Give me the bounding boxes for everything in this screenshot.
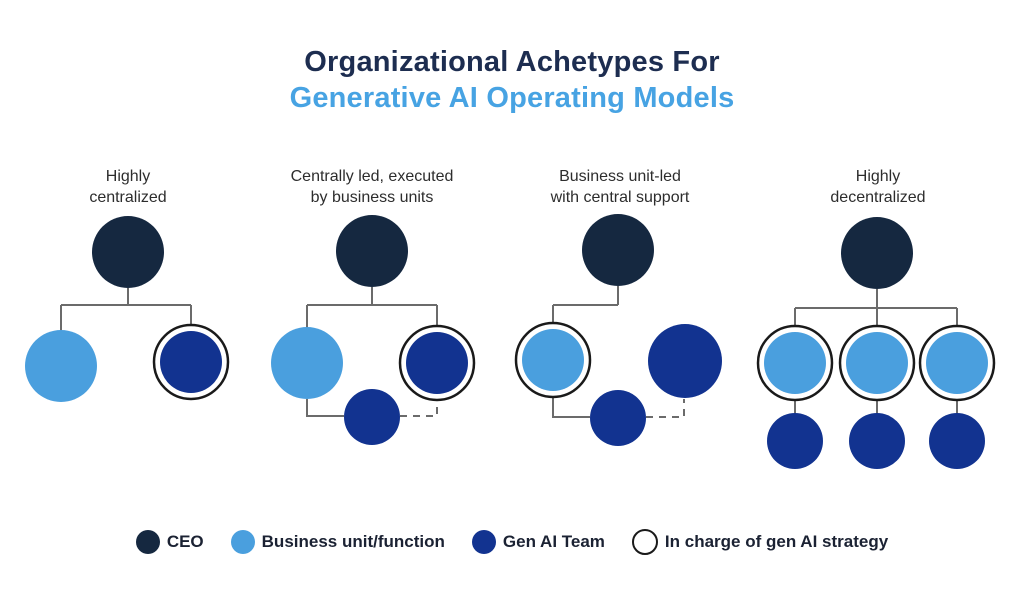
connector-line [306, 399, 344, 417]
gen-ai-team-node [590, 390, 646, 446]
archetype-label-highly-decentralized: Highly decentralized [830, 168, 926, 206]
ceo-node [841, 217, 913, 289]
business-unit-node [764, 332, 826, 394]
dashed-connector-line [646, 399, 685, 418]
business-unit-node [271, 327, 343, 399]
gen-ai-team-node [406, 332, 468, 394]
legend-label-ceo: CEO [166, 532, 204, 551]
title-line-2: Generative AI Operating Models [289, 82, 735, 114]
title-line-1: Organizational Achetypes For [304, 46, 720, 78]
archetype-label-centrally-led: Centrally led, executed by business unit… [290, 168, 454, 206]
legend-item-business-unit: Business unit/function [230, 530, 445, 554]
archetype-highly-centralized [25, 216, 230, 402]
legend-label-gen-ai-team: Gen AI Team [502, 532, 605, 551]
gen-ai-team-node [767, 413, 823, 469]
ceo-swatch-icon [135, 530, 160, 554]
archetype-highly-decentralized [756, 217, 996, 469]
archetype-label-business-unit-led: Business unit-led with central support [550, 168, 690, 206]
gen-ai-team-swatch-icon [471, 530, 496, 554]
business-unit-node [25, 330, 97, 402]
ceo-node [582, 214, 654, 286]
gen-ai-team-node [849, 413, 905, 469]
gen-ai-team-node [648, 324, 722, 398]
legend-item-gen-ai-team: Gen AI Team [471, 530, 605, 554]
legend: CEO Business unit/function Gen AI Team I… [0, 529, 1024, 555]
gen-ai-team-node [160, 331, 222, 393]
archetype-centrally-led-executed-by-business-units [271, 215, 476, 445]
dashed-connector-line [400, 400, 438, 417]
legend-item-ceo: CEO [135, 530, 204, 554]
strategy-ring-swatch-icon [631, 529, 658, 555]
business-unit-node [522, 329, 584, 391]
legend-item-strategy-ring: In charge of gen AI strategy [631, 529, 889, 555]
ceo-node [336, 215, 408, 287]
gen-ai-team-node [344, 389, 400, 445]
connector-line [552, 397, 590, 418]
page-title: Organizational Achetypes For Generative … [0, 44, 1024, 116]
legend-label-strategy-ring: In charge of gen AI strategy [664, 532, 889, 551]
business-unit-node [846, 332, 908, 394]
archetype-label-highly-centralized: Highly centralized [89, 168, 167, 206]
business-unit-node [926, 332, 988, 394]
legend-label-business-unit: Business unit/function [261, 532, 445, 551]
ceo-node [92, 216, 164, 288]
gen-ai-team-node [929, 413, 985, 469]
archetype-business-unit-led-with-central-support [514, 214, 722, 446]
business-unit-swatch-icon [230, 530, 255, 554]
